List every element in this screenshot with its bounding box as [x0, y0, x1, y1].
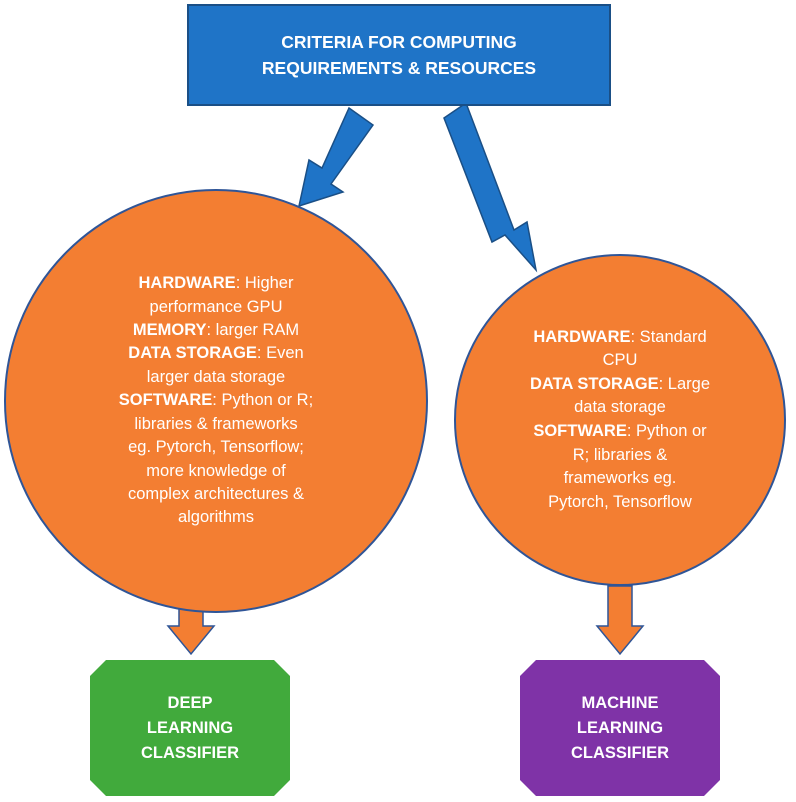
ml-line: frameworks eg.	[564, 467, 677, 491]
arrow-to-deep-learning-criteria	[297, 106, 375, 208]
dl-line: eg. Pytorch, Tensorflow;	[128, 436, 304, 459]
dl-line: DATA STORAGE: Even	[128, 342, 303, 365]
dl-line-text: performance GPU	[149, 297, 283, 316]
dl-line-text: : Python or R;	[212, 391, 314, 410]
ml-line-key: SOFTWARE	[533, 422, 627, 440]
ml-line-text: frameworks eg.	[563, 469, 677, 488]
dl-line-text: eg. Pytorch, Tensorflow;	[128, 438, 304, 457]
dl-line-text: algorithms	[177, 508, 255, 527]
arrow-to-machine-learning-criteria	[443, 101, 538, 273]
ml-line: Pytorch, Tensorflow	[548, 491, 692, 515]
deep-learning-classifier-box: DEEP LEARNING CLASSIFIER	[90, 660, 290, 796]
criteria-header-box: CRITERIA FOR COMPUTING REQUIREMENTS & RE…	[187, 4, 611, 106]
ml-line: SOFTWARE: Python or	[533, 420, 706, 444]
ml-line-text: data storage	[574, 398, 666, 417]
dl-line-text: : larger RAM	[206, 321, 300, 340]
ml-line-key: DATA STORAGE	[529, 374, 659, 393]
dl-line-text: more knowledge of	[146, 461, 286, 480]
dl-line: performance GPU	[150, 296, 283, 319]
ml-line-text: : Large	[658, 374, 710, 393]
ml-classifier-line3: CLASSIFIER	[570, 743, 670, 762]
dl-line: larger data storage	[147, 366, 286, 389]
ml-line-text: R; libraries &	[572, 445, 668, 464]
ml-line: R; libraries &	[573, 444, 667, 468]
dl-classifier-line2: LEARNING	[146, 718, 234, 737]
machine-learning-classifier-box: MACHINE LEARNING CLASSIFIER	[520, 660, 720, 796]
ml-line: data storage	[574, 396, 666, 420]
dl-line: more knowledge of	[146, 460, 285, 483]
dl-line-key: DATA STORAGE	[128, 344, 257, 363]
dl-line-text: larger data storage	[146, 367, 286, 386]
ml-line-text: Pytorch, Tensorflow	[548, 492, 692, 511]
dl-line-text: : Even	[256, 344, 304, 363]
dl-line-text: : Higher	[235, 274, 294, 293]
ml-classifier-line2: LEARNING	[576, 718, 664, 737]
dl-line: SOFTWARE: Python or R;	[119, 389, 313, 412]
criteria-title-line2: REQUIREMENTS & RESOURCES	[261, 58, 537, 78]
ml-line: CPU	[603, 349, 638, 373]
dl-line-key: HARDWARE	[138, 274, 236, 293]
machine-learning-requirements-circle: HARDWARE: Standard CPU DATA STORAGE: Lar…	[454, 254, 786, 586]
dl-line: libraries & frameworks	[134, 413, 297, 436]
ml-line: HARDWARE: Standard	[533, 326, 706, 350]
dl-line: HARDWARE: Higher	[139, 272, 294, 295]
ml-line: DATA STORAGE: Large	[530, 373, 710, 397]
ml-line-text: : Standard	[630, 327, 707, 346]
ml-line-text: CPU	[602, 351, 638, 370]
dl-line-text: complex architectures &	[127, 484, 305, 503]
dl-line-key: MEMORY	[132, 321, 207, 340]
ml-line-text: : Python or	[626, 422, 707, 440]
deep-learning-requirements-circle: HARDWARE: Higher performance GPU MEMORY:…	[4, 189, 428, 613]
dl-classifier-line3: CLASSIFIER	[140, 743, 240, 762]
dl-line-key: SOFTWARE	[118, 391, 213, 410]
ml-classifier-line1: MACHINE	[581, 693, 659, 712]
dl-classifier-line1: DEEP	[167, 693, 213, 712]
ml-line-key: HARDWARE	[533, 327, 631, 346]
dl-line: complex architectures &	[128, 483, 304, 506]
dl-line-text: libraries & frameworks	[134, 414, 298, 433]
arrow-to-machine-learning-classifier	[595, 585, 645, 656]
dl-line: algorithms	[178, 506, 254, 529]
criteria-title-line1: CRITERIA FOR COMPUTING	[281, 32, 517, 52]
dl-line: MEMORY: larger RAM	[133, 319, 299, 342]
